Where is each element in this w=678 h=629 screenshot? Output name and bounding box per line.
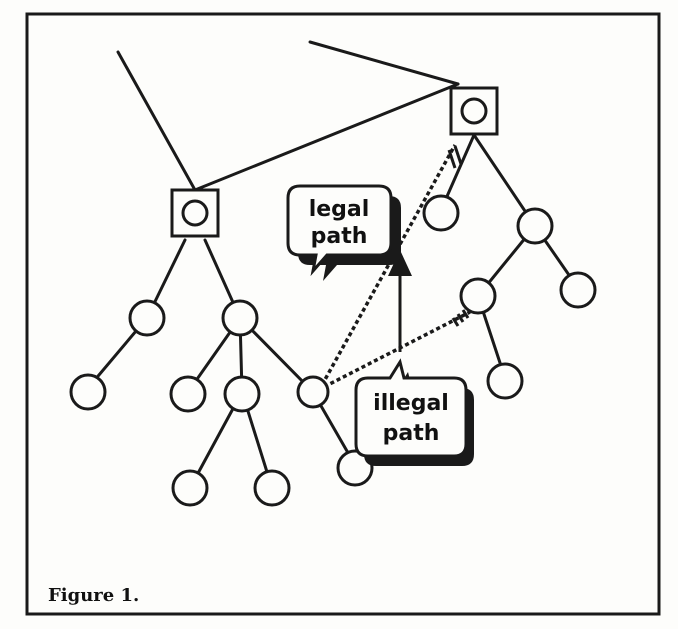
square-node-left-circle bbox=[181, 199, 209, 227]
figure-caption: Figure 1. bbox=[48, 585, 139, 606]
tree-node bbox=[221, 299, 259, 337]
illegal-callout-line-2: path bbox=[383, 421, 440, 446]
square-node-right-circle bbox=[460, 97, 488, 125]
tree-node bbox=[253, 469, 291, 507]
tree-node bbox=[486, 362, 524, 400]
illegal-path-callout: illegal path bbox=[354, 358, 474, 466]
tree-node bbox=[516, 207, 554, 245]
legal-path-link bbox=[320, 144, 457, 386]
tree-node bbox=[171, 469, 209, 507]
link-tick-marks bbox=[447, 145, 470, 327]
illegal-callout-line-1: illegal bbox=[373, 391, 449, 416]
tree-node bbox=[128, 299, 166, 337]
illegal-path-link bbox=[317, 310, 471, 392]
edge bbox=[116, 50, 197, 192]
legal-callout-line-1: legal bbox=[309, 197, 370, 222]
tree-node bbox=[296, 375, 330, 409]
arrow-head bbox=[388, 250, 412, 276]
figure-frame bbox=[25, 12, 661, 616]
tree-node bbox=[559, 271, 597, 309]
tree-node bbox=[422, 194, 460, 232]
legal-callout-line-2: path bbox=[311, 224, 368, 249]
tree-node bbox=[223, 375, 261, 413]
tree-node bbox=[459, 277, 497, 315]
legal-path-callout: legal path bbox=[286, 184, 401, 281]
edge bbox=[308, 40, 460, 86]
tree-node bbox=[336, 449, 374, 487]
tree-node bbox=[169, 375, 207, 413]
tree-nodes bbox=[69, 194, 597, 507]
edge bbox=[193, 82, 460, 192]
tree-node bbox=[69, 373, 107, 411]
